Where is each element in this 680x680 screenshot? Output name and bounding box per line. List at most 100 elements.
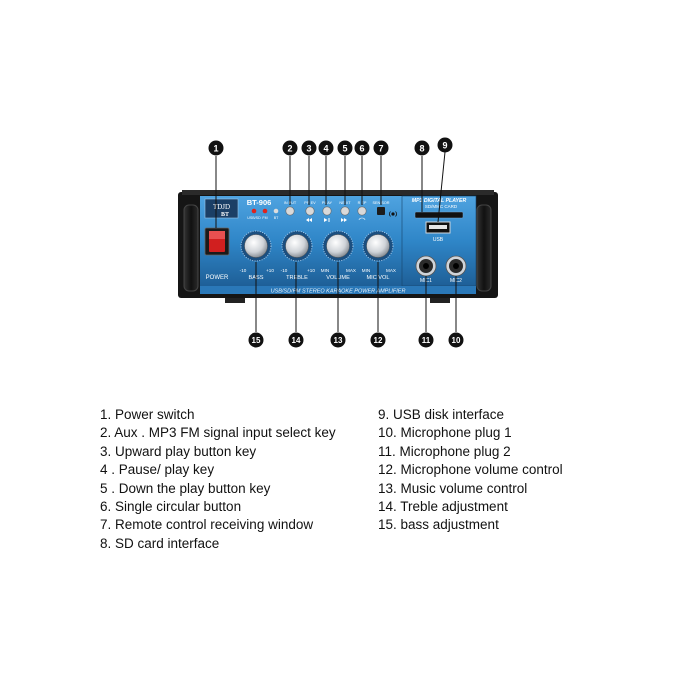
- callout-5-text: 5: [342, 144, 347, 154]
- callout-12-text: 12: [374, 336, 383, 345]
- legend-item-13: 13. Music volume control: [378, 480, 528, 496]
- treble-knob-cap: [285, 234, 309, 258]
- button-play[interactable]: PL AY: [322, 201, 333, 216]
- mic2-jack-hole: [453, 263, 459, 269]
- callout-11-text: 11: [422, 336, 431, 345]
- bass-knob-cap: [244, 234, 268, 258]
- treble-scale-min: -10: [281, 268, 288, 273]
- callout-15: 15: [248, 332, 264, 348]
- legend-item-3: 3. Upward play button key: [100, 443, 257, 459]
- mic-vol-knob-cap: [366, 234, 390, 258]
- legend-item-6: 6. Single circular button: [100, 498, 242, 514]
- button-label-prev: PR EV: [304, 201, 316, 205]
- treble-knob[interactable]: [281, 230, 313, 262]
- button-symbols: [306, 217, 366, 222]
- mic1-jack-hole: [423, 263, 429, 269]
- left-foot: [225, 298, 245, 303]
- volume-scale-max: MAX: [346, 268, 356, 273]
- legend-item-7: 7. Remote control receiving window: [100, 517, 314, 533]
- callout-13: 13: [330, 332, 346, 348]
- callout-5: 5: [337, 140, 353, 156]
- treble-scale-max: +10: [307, 268, 315, 273]
- callout-10-text: 10: [452, 336, 461, 345]
- usb-label: USB: [433, 237, 444, 243]
- legend-item-5: 5 . Down the play button key: [100, 480, 271, 496]
- brand-text: TDJD: [213, 203, 230, 211]
- button-rep-cap: [357, 206, 367, 216]
- button-label-play: PL AY: [322, 201, 333, 205]
- mp3-title: MP3 DIGITAL PLAYER: [412, 198, 467, 204]
- legend-item-14: 14. Treble adjustment: [378, 498, 508, 514]
- left-handle: [183, 204, 199, 292]
- mode-label-bt: BT: [274, 216, 279, 220]
- mic2-jack[interactable]: [445, 255, 467, 277]
- callout-7: 7: [373, 140, 389, 156]
- next-icon: [341, 218, 347, 222]
- callout-13-text: 13: [334, 336, 343, 345]
- button-prev[interactable]: PR EV: [304, 201, 316, 216]
- volume-knob[interactable]: [322, 230, 354, 262]
- right-handle: [476, 204, 492, 292]
- mic-vol-scale-min: MIN: [362, 268, 370, 273]
- remote-signal-icon: [389, 211, 397, 217]
- legend-item-1: 1. Power switch: [100, 407, 195, 422]
- legend-item-10: 10. Microphone plug 1: [378, 425, 512, 441]
- mode-label-fm: FM: [262, 216, 267, 220]
- mic-vol-knob[interactable]: [362, 230, 394, 262]
- bass-knob[interactable]: [240, 230, 272, 262]
- callout-14: 14: [288, 332, 304, 348]
- model-label: BT-906: [247, 198, 272, 207]
- callout-14-text: 14: [292, 336, 301, 345]
- treble-title: TREBLE: [286, 275, 308, 281]
- legend-item-9: 9. USB disk interface: [378, 407, 505, 422]
- callout-6: 6: [354, 140, 370, 156]
- button-prev-cap: [305, 206, 315, 216]
- mp3-subtitle: SD/MMC CARD: [425, 204, 458, 209]
- callout-11: 11: [418, 332, 434, 348]
- callout-2: 2: [282, 140, 298, 156]
- power-switch-highlight: [209, 231, 225, 239]
- legend-item-4: 4 . Pause/ play key: [100, 462, 215, 478]
- mic1-jack[interactable]: [415, 255, 437, 277]
- brand-sub-text: BT: [221, 212, 229, 218]
- ir-sensor-window: [377, 207, 385, 215]
- callout-8-text: 8: [419, 144, 424, 154]
- callout-4-text: 4: [323, 144, 328, 154]
- play-pause-bar-icon: [328, 218, 330, 222]
- bass-scale-min: -10: [240, 268, 247, 273]
- legend-item-15: 15. bass adjustment: [378, 517, 499, 533]
- callout-7-text: 7: [378, 144, 383, 154]
- play-pause-icon: [324, 218, 328, 222]
- usb-port-tongue: [429, 225, 447, 229]
- callout-1: 1: [208, 140, 224, 156]
- power-label: POWER: [206, 275, 229, 281]
- callout-9: 9: [437, 137, 453, 153]
- callout-3: 3: [301, 140, 317, 156]
- legend-item-12: 12. Microphone volume control: [378, 462, 563, 478]
- legend-item-2: 2. Aux . MP3 FM signal input select key: [100, 425, 336, 441]
- legend-item-8: 8. SD card interface: [100, 535, 220, 551]
- callout-2-text: 2: [287, 144, 292, 154]
- leader-lines: [215, 151, 457, 332]
- prev-icon: [306, 218, 312, 222]
- chassis-top-edge: [182, 190, 494, 195]
- callout-15-text: 15: [252, 336, 261, 345]
- bass-scale-max: +10: [266, 268, 274, 273]
- led-fm: [262, 208, 268, 214]
- callout-8: 8: [414, 140, 430, 156]
- callout-9-text: 9: [442, 141, 447, 151]
- mic-vol-scale-max: MAX: [386, 268, 396, 273]
- volume-scale-min: MIN: [321, 268, 329, 273]
- callout-3-text: 3: [306, 144, 311, 154]
- volume-knob-cap: [326, 234, 350, 258]
- callout-6-text: 6: [359, 144, 364, 154]
- brand-badge: [204, 198, 239, 219]
- legend-item-11: 11. Microphone plug 2: [378, 443, 511, 459]
- legend-left: 1. Power switch 2. Aux . MP3 FM signal i…: [100, 406, 336, 553]
- button-next-cap: [340, 206, 350, 216]
- button-input-cap: [285, 206, 295, 216]
- mode-label-usb-sd: USB/SD: [247, 216, 261, 220]
- legend-right: 9. USB disk interface 10. Microphone plu…: [378, 406, 563, 535]
- led-usb-sd: [251, 208, 257, 214]
